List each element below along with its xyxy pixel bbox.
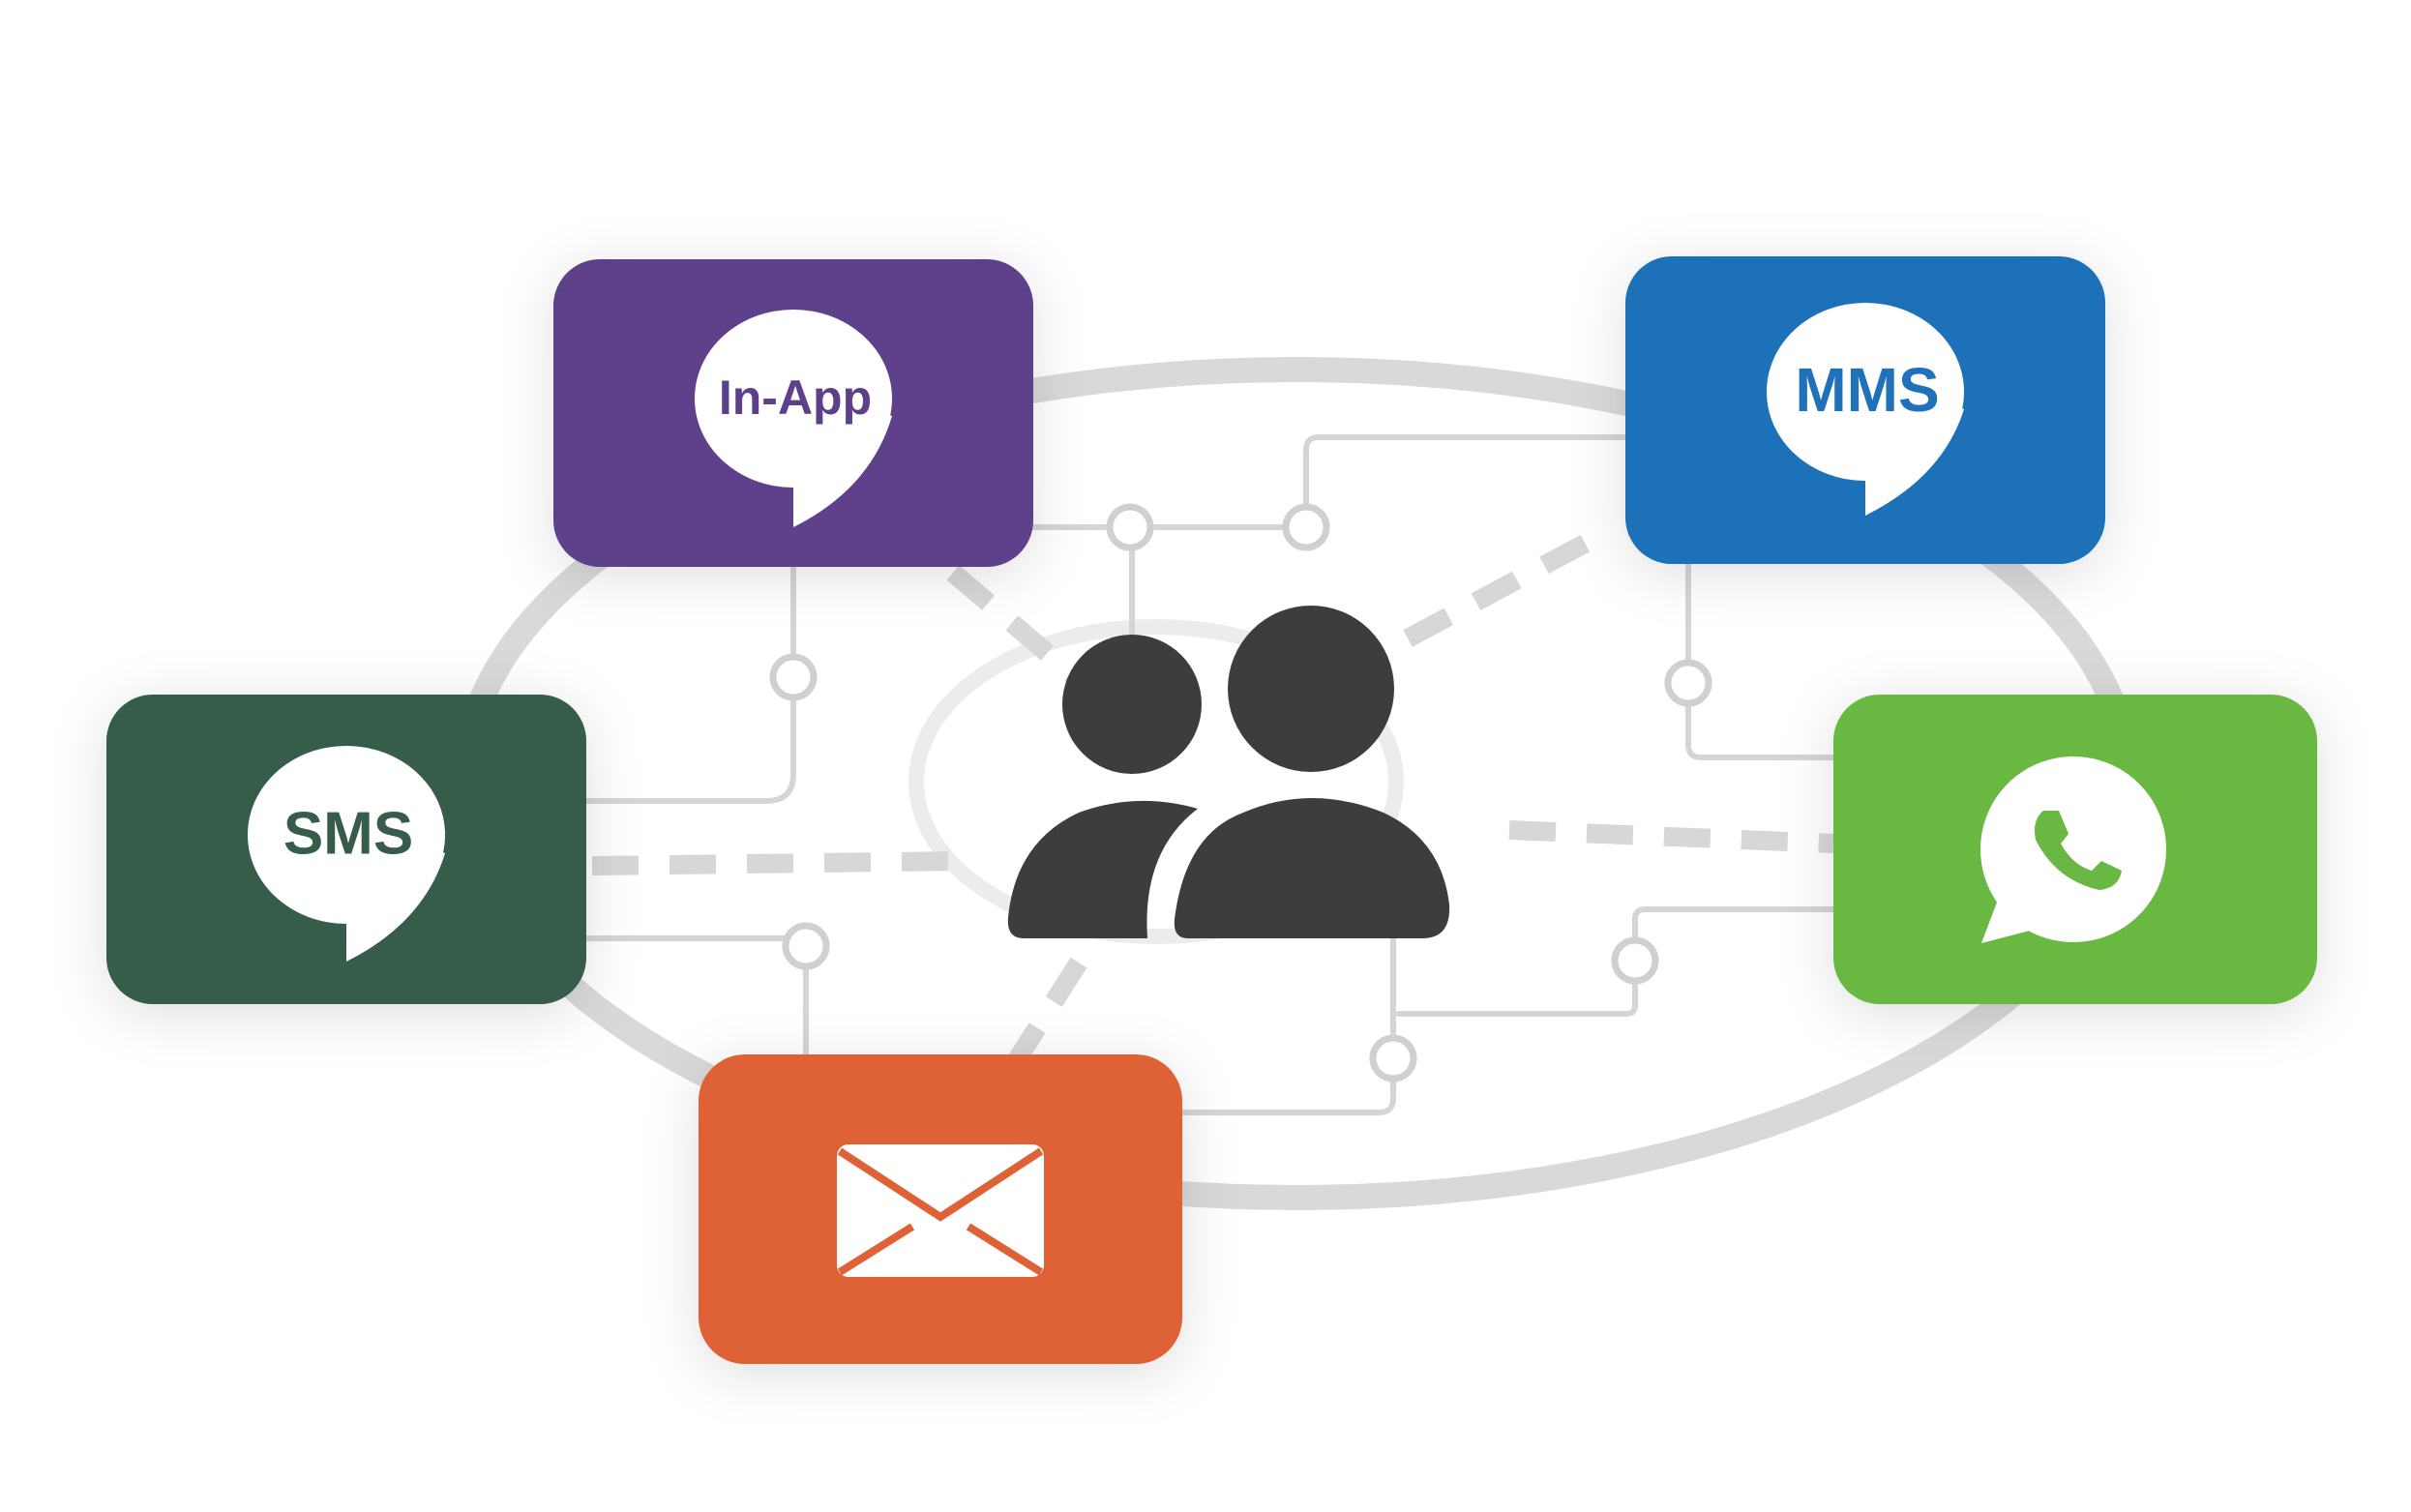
node: [1106, 503, 1154, 551]
chat-bubble-icon: [248, 746, 445, 962]
users-group-icon: [1007, 606, 1450, 938]
inner-ring: [908, 619, 1404, 944]
dash-sms: [591, 851, 968, 875]
node: [1369, 1034, 1417, 1082]
chat-bubble-icon: [1767, 303, 1964, 516]
sms-label: SMS: [283, 800, 413, 867]
dash-mms: [1403, 523, 1611, 647]
dashed-connectors: [591, 523, 1834, 1075]
node: [782, 922, 830, 970]
node: [1664, 659, 1712, 707]
envelope-icon: [837, 1144, 1044, 1277]
connector-nodes: [769, 503, 1712, 1082]
node: [1611, 936, 1659, 985]
node: [1282, 503, 1330, 551]
mms-label: MMS: [1795, 355, 1939, 425]
dash-email: [1002, 957, 1087, 1075]
node: [769, 653, 818, 701]
whatsapp-icon: [1980, 756, 2166, 943]
dash-whatsapp: [1508, 820, 1834, 853]
chat-bubble-icon: [695, 310, 892, 527]
in-app-label: In-App: [719, 371, 872, 425]
